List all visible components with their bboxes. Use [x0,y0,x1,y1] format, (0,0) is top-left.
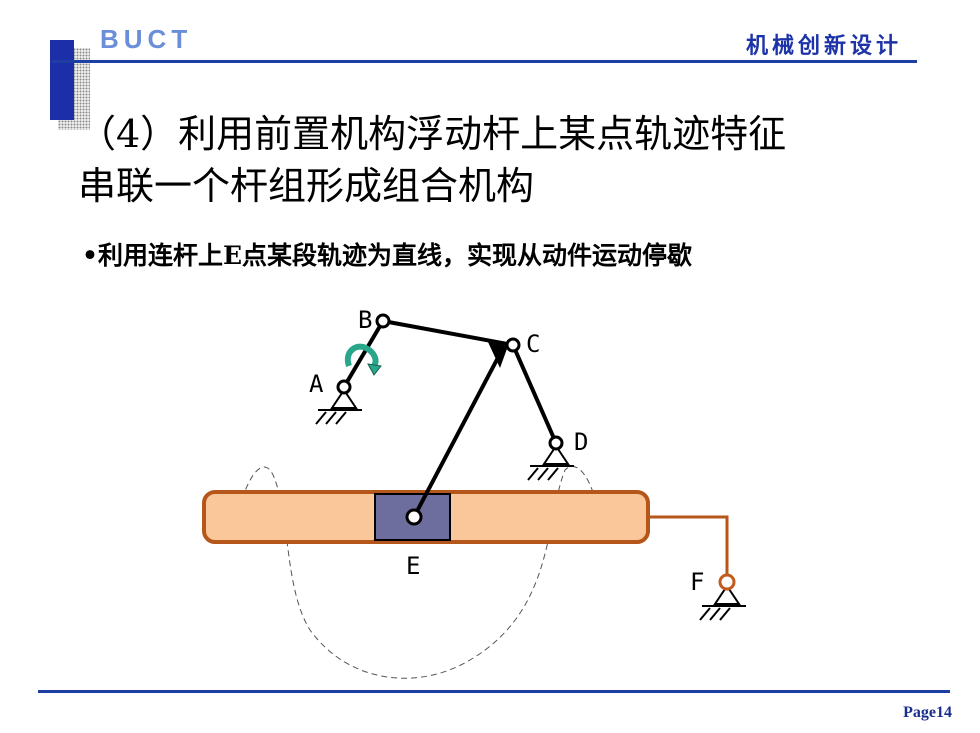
coupler-trajectory-curve [235,466,601,679]
joint-a [336,379,352,395]
joint-e [405,508,423,526]
header-accent-bar [50,40,74,120]
header-divider [52,60,917,63]
label-e: E [406,552,420,580]
slide-title-line-2: 串联一个杆组形成组合机构 [78,164,535,208]
rigid-joint-marker [488,342,508,368]
ground-support-d [527,444,574,481]
rotation-arrow-icon [344,343,382,376]
coupler-extension-e [412,349,504,518]
page-number: Page14 [903,704,952,721]
joint-d [548,435,564,451]
ground-support-a [315,388,362,425]
slide-title-line-1: （4）利用前置机构浮动杆上某点轨迹特征 [78,112,787,156]
rocker-cd [511,344,558,444]
bullet-point: •利用连杆上E点某段轨迹为直线，实现从动件运动停歇 [82,241,693,270]
label-c: C [526,330,540,358]
coupler-bc [382,319,514,347]
output-link-to-f [648,515,729,582]
course-name: 机械创新设计 [745,33,902,59]
slide-title: （4）利用前置机构浮动杆上某点轨迹特征 串联一个杆组形成组合机构 [78,108,928,212]
joint-c [505,337,521,353]
label-d: D [574,428,588,456]
label-f: F [690,568,704,596]
joint-f [718,573,736,591]
label-a: A [309,370,324,398]
label-b: B [358,306,372,334]
joint-b [375,313,391,329]
brand-logo-text: BUCT [100,24,193,54]
crank-ab [342,319,385,389]
ground-support-f [699,584,746,621]
footer-divider [38,690,950,693]
